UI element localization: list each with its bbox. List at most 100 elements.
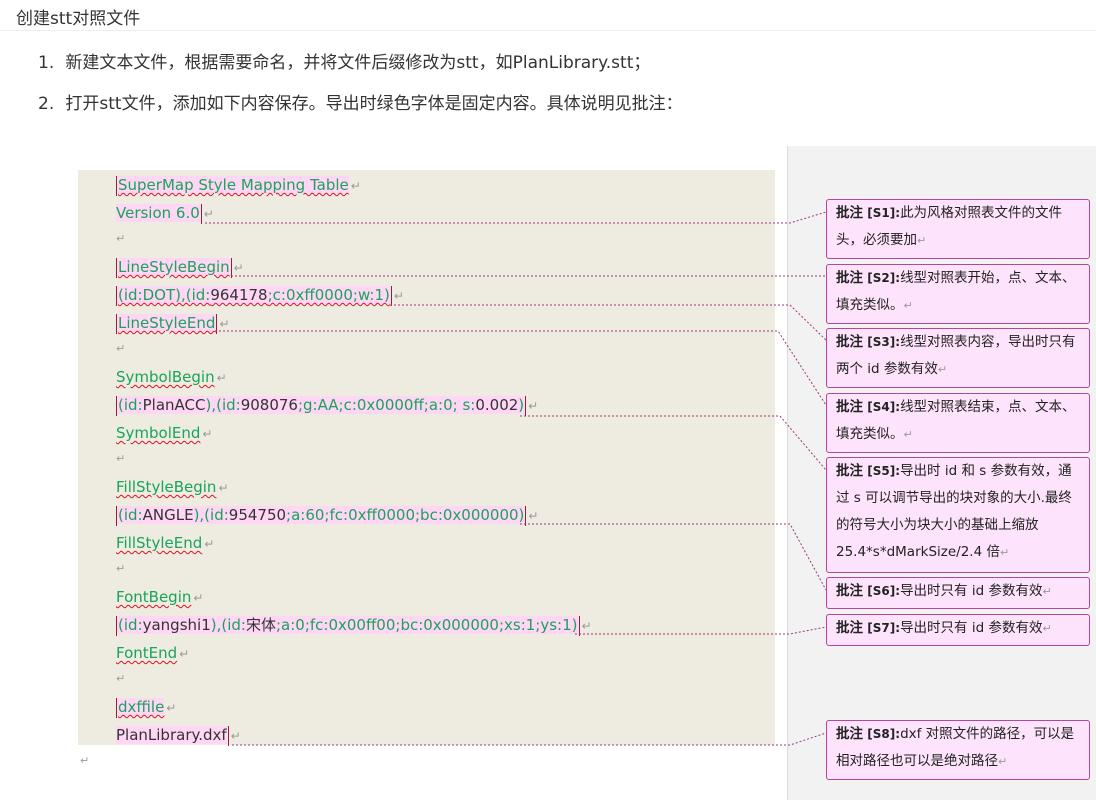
paragraph-mark: ↵ xyxy=(218,481,229,495)
comment-anchor-end xyxy=(227,725,229,746)
doc-line-fill[interactable]: (id:ANGLE),(id:954750;a:60;fc:0xff0000;b… xyxy=(116,502,538,528)
comment-tag: [S4]: xyxy=(867,400,901,414)
font-id-text: (id:yangshi1),(id:宋体;a:0;fc:0x00ff00;bc:… xyxy=(118,616,578,634)
id-prefix: (id: xyxy=(118,616,143,634)
comment-tag: [S1]: xyxy=(867,206,901,220)
paragraph-mark: ↵ xyxy=(528,509,539,523)
paragraph-mark: ↵ xyxy=(350,179,361,193)
doc-line-symbolend[interactable]: SymbolEnd↵ xyxy=(116,420,212,446)
symbol-end-text: SymbolEnd xyxy=(116,424,201,442)
id-dot: (id:DOT) xyxy=(118,286,181,304)
doc-line-linestyleend[interactable]: LineStyleEnd↵ xyxy=(116,310,230,336)
linestyle-id-text: (id:DOT),(id:964178;c:0xff0000;w:1) xyxy=(118,286,390,304)
comment-text: 线型对照表内容，导出时只有两个 id 参数有效 xyxy=(836,334,1076,377)
comment-balloon-s4[interactable]: 批注 [S4]:线型对照表结束，点、文本、填充类似。↵ xyxy=(826,393,1090,453)
comment-label: 批注 xyxy=(836,334,863,350)
id-number: 964178 xyxy=(210,286,268,304)
comment-label: 批注 xyxy=(836,270,863,286)
dxf-path-text: PlanLibrary.dxf xyxy=(116,726,227,744)
comment-anchor-start xyxy=(116,395,117,416)
doc-line-fillend[interactable]: FillStyleEnd↵ xyxy=(116,530,214,556)
doc-line-linestyle[interactable]: (id:DOT),(id:964178;c:0xff0000;w:1)↵ xyxy=(116,282,404,308)
doc-line-fontbegin[interactable]: FontBegin↵ xyxy=(116,584,203,610)
comment-tag: [S7]: xyxy=(867,621,901,635)
linestyle-begin-text: LineStyleBegin xyxy=(118,258,230,276)
doc-line-fontend[interactable]: FontEnd↵ xyxy=(116,640,189,666)
step-item: 1. 新建文本文件，根据需要命名，并将文件后缀修改为stt，如PlanLibra… xyxy=(38,50,683,76)
comment-text: dxf 对照文件的路径，可以是相对路径也可以是绝对路径 xyxy=(836,726,1075,769)
comment-anchor-start xyxy=(116,285,117,306)
comment-balloon-s1[interactable]: 批注 [S1]:此为风格对照表文件的文件头，必须要加↵ xyxy=(826,199,1090,259)
comment-anchor-end xyxy=(578,615,580,636)
id-prefix: ),(id: xyxy=(210,616,246,634)
comment-balloon-s5[interactable]: 批注 [S5]:导出时 id 和 s 参数有效，通过 s 可以调节导出的块对象的… xyxy=(826,457,1090,573)
comment-text: 线型对照表开始，点、文本、填充类似。 xyxy=(836,270,1076,313)
doc-line-version[interactable]: Version 6.0↵ xyxy=(116,200,214,226)
doc-line-fillbegin[interactable]: FillStyleBegin↵ xyxy=(116,474,229,500)
linestyle-end-text: LineStyleEnd xyxy=(118,314,216,332)
font-name: 宋体 xyxy=(245,616,276,634)
symbol-id-text: (id:PlanACC),(id:908076;g:AA;c:0x0000ff;… xyxy=(118,396,525,414)
page-heading: 创建stt对照文件 xyxy=(16,9,141,29)
fill-end-text: FillStyleEnd xyxy=(116,534,203,552)
comment-balloon-s2[interactable]: 批注 [S2]:线型对照表开始，点、文本、填充类似。↵ xyxy=(826,264,1090,324)
comment-balloon-s6[interactable]: 批注 [S6]:导出时只有 id 参数有效↵ xyxy=(826,577,1090,609)
id-number: 908076 xyxy=(240,396,298,414)
doc-line-symbol[interactable]: (id:PlanACC),(id:908076;g:AA;c:0x0000ff;… xyxy=(116,392,538,418)
id-name: ANGLE xyxy=(142,506,194,524)
paragraph-mark: ↵ xyxy=(233,261,244,275)
doc-line-dxffile[interactable]: dxffile↵ xyxy=(116,694,176,720)
comment-anchor-start xyxy=(116,175,117,196)
paragraph-mark: ↵ xyxy=(193,591,204,605)
paragraph-mark: ↵ xyxy=(1042,622,1052,635)
doc-line-header[interactable]: SuperMap Style Mapping Table↵ xyxy=(116,172,361,198)
font-begin-text: FontBegin xyxy=(116,588,192,606)
paragraph-mark: ↵ xyxy=(528,399,539,413)
comment-anchor-end xyxy=(525,505,527,526)
file-header-text: SuperMap Style Mapping Table xyxy=(118,176,349,194)
doc-line-dxfpath[interactable]: PlanLibrary.dxf↵ xyxy=(116,722,241,748)
fill-begin-text: FillStyleBegin xyxy=(116,478,217,496)
paragraph-mark: ↵ xyxy=(116,452,126,465)
comment-text: 导出时 id 和 s 参数有效，通过 s 可以调节导出的块对象的大小.最终的符号… xyxy=(836,463,1072,560)
comment-balloon-s3[interactable]: 批注 [S3]:线型对照表内容，导出时只有两个 id 参数有效↵ xyxy=(826,328,1090,388)
comment-text: 导出时只有 id 参数有效 xyxy=(900,583,1043,599)
paragraph-mark: ↵ xyxy=(116,232,126,245)
comment-anchor-end xyxy=(200,203,202,224)
comment-anchor-start xyxy=(116,697,117,718)
paragraph-mark: ↵ xyxy=(903,299,913,312)
divider xyxy=(0,30,1096,31)
comment-tag: [S2]: xyxy=(867,271,901,285)
step-text: 打开stt文件，添加如下内容保存。导出时绿色字体是固定内容。具体说明见批注： xyxy=(65,94,683,114)
paragraph-mark: ↵ xyxy=(219,317,230,331)
params: ;a:0;fc:0x00ff00;bc:0x000000;xs:1;ys:1) xyxy=(275,616,578,634)
paragraph-mark: ↵ xyxy=(179,647,190,661)
steps-list: 1. 新建文本文件，根据需要命名，并将文件后缀修改为stt，如PlanLibra… xyxy=(38,50,683,132)
comment-anchor-start xyxy=(116,313,117,334)
params: ;c:0xff0000;w:1) xyxy=(267,286,390,304)
close-paren: ) xyxy=(518,396,525,414)
id-name: PlanACC xyxy=(142,396,206,414)
comment-balloon-s7[interactable]: 批注 [S7]:导出时只有 id 参数有效↵ xyxy=(826,614,1090,646)
step-number: 2. xyxy=(38,94,55,114)
dxffile-text: dxffile xyxy=(118,698,165,716)
id-prefix: ),(id: xyxy=(193,506,229,524)
paragraph-mark: ↵ xyxy=(116,562,126,575)
comment-balloon-s8[interactable]: 批注 [S8]:dxf 对照文件的路径，可以是相对路径也可以是绝对路径↵ xyxy=(826,720,1090,780)
paragraph-mark: ↵ xyxy=(230,729,241,743)
comment-label: 批注 xyxy=(836,620,863,636)
paragraph-mark: ↵ xyxy=(204,537,215,551)
comment-anchor-start xyxy=(116,257,117,278)
doc-line-font[interactable]: (id:yangshi1),(id:宋体;a:0;fc:0x00ff00;bc:… xyxy=(116,612,592,638)
comment-anchor-end xyxy=(230,257,232,278)
doc-line-linestylebegin[interactable]: LineStyleBegin↵ xyxy=(116,254,244,280)
paragraph-mark: ↵ xyxy=(937,363,948,376)
comment-text: 导出时只有 id 参数有效 xyxy=(900,620,1043,636)
symbol-begin-text: SymbolBegin xyxy=(116,368,215,386)
step-text: 新建文本文件，根据需要命名，并将文件后缀修改为stt，如PlanLibrary.… xyxy=(65,53,651,73)
font-end-text: FontEnd xyxy=(116,644,178,662)
comment-text: 此为风格对照表文件的文件头，必须要加 xyxy=(836,205,1063,248)
comment-anchor-end xyxy=(390,285,392,306)
doc-line-symbolbegin[interactable]: SymbolBegin↵ xyxy=(116,364,227,390)
paragraph-mark: ↵ xyxy=(116,672,126,685)
